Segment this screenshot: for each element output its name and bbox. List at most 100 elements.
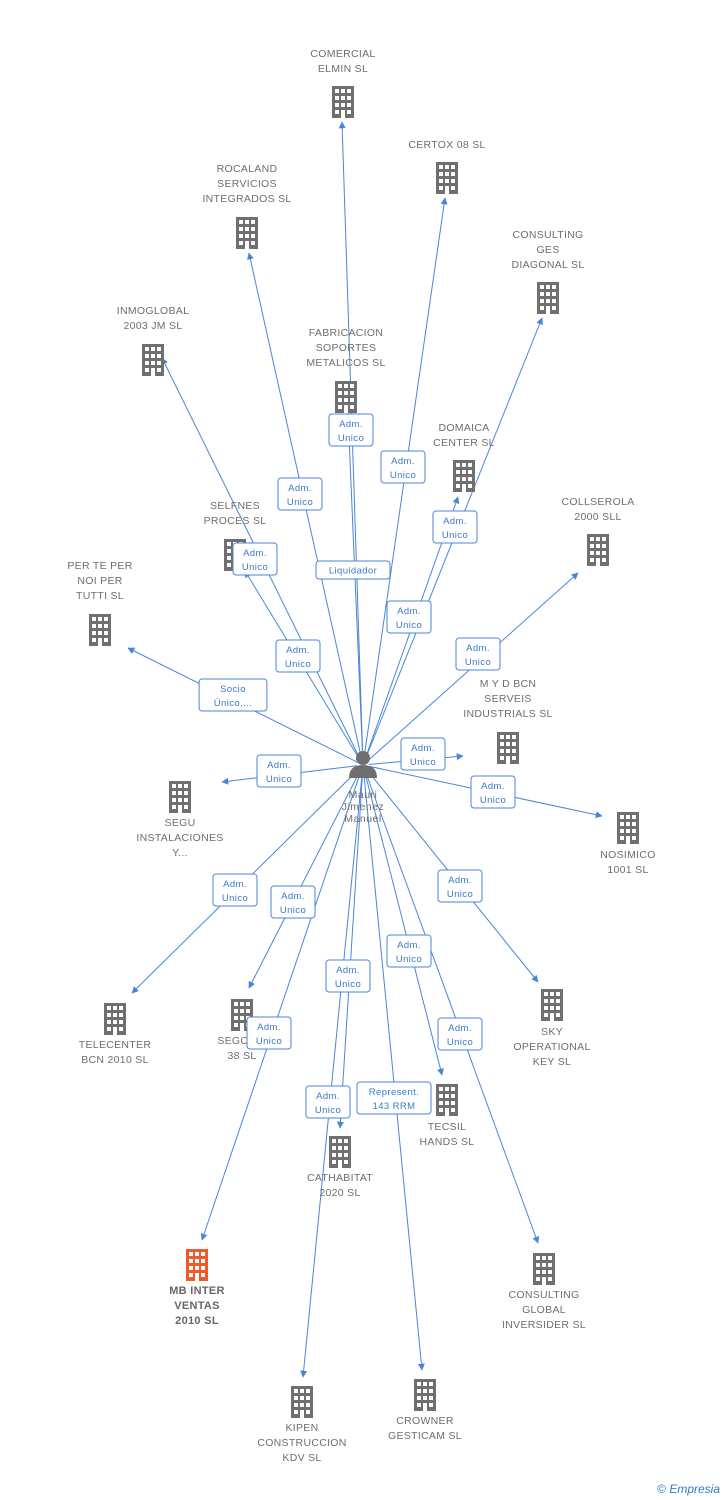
building-icon	[335, 381, 357, 413]
building-icon	[186, 1249, 208, 1281]
relation-label-comercial-elmin[interactable]: Adm.Unico	[328, 413, 374, 447]
company-label-line: MB INTER	[169, 1285, 225, 1297]
footer-brand[interactable]: © Empresia	[657, 1482, 720, 1496]
company-label-line: KIPEN	[285, 1422, 318, 1434]
relation-label-per-te-per[interactable]: SocioÚnico,...	[198, 678, 268, 712]
company-node-segu[interactable]: SEGUINSTALACIONESY...	[136, 781, 223, 859]
relation-label-text: 143 RRM	[373, 1101, 416, 1112]
person-icon-head	[356, 751, 370, 765]
company-label-line: METALICOS SL	[306, 357, 385, 369]
relation-label-cathabitat[interactable]: Adm.Unico	[325, 959, 371, 993]
relation-label-text: Único,...	[214, 698, 252, 709]
company-label-line: TELECENTER	[79, 1039, 152, 1051]
relation-label-selfnes[interactable]: Adm.Unico	[275, 639, 321, 673]
relation-label-rocaland[interactable]: Adm.Unico	[277, 477, 323, 511]
relation-label-consulting-global[interactable]: Adm.Unico	[437, 1017, 483, 1051]
relation-label-segu[interactable]: Adm.Unico	[256, 754, 302, 788]
relation-label-inmoglobal[interactable]: Adm.Unico	[232, 542, 278, 576]
relation-label-text: Unico	[222, 893, 248, 904]
relation-label-text: Unico	[256, 1036, 282, 1047]
relation-label-box	[380, 450, 426, 484]
relation-label-text: Adm.	[223, 879, 247, 890]
relation-label-text: Adm.	[448, 875, 472, 886]
company-label-line: 38 SL	[228, 1050, 257, 1062]
company-label-line: CONSULTING	[512, 229, 583, 241]
relation-label-text: Adm.	[339, 419, 363, 430]
relation-label-box	[400, 737, 446, 771]
relation-label-text: Adm.	[316, 1091, 340, 1102]
building-icon	[453, 460, 475, 492]
relation-label-box	[470, 775, 516, 809]
relation-label-text: Liquidador	[329, 566, 377, 577]
relation-label-segovia[interactable]: Adm. Unico	[270, 885, 316, 919]
relation-label-myd-bcn[interactable]: Adm.Unico	[400, 737, 446, 771]
relation-label-nosimico[interactable]: Adm.Unico	[470, 775, 516, 809]
relation-label-text: Unico	[465, 657, 491, 668]
company-node-kipen[interactable]: KIPEN CONSTRUCCION KDV SL	[257, 1386, 346, 1464]
relation-label-consulting-ges[interactable]: Adm.Unico	[432, 510, 478, 544]
company-label-line: SELFNES	[210, 500, 260, 512]
company-node-certox-08[interactable]: CERTOX 08 SL	[408, 139, 485, 194]
relation-label-box	[275, 639, 321, 673]
relation-label-box	[277, 477, 323, 511]
relation-label-mb-inter[interactable]: Adm. Unico	[246, 1016, 292, 1050]
relation-label-box	[328, 413, 374, 447]
relation-label-text: Adm.	[336, 965, 360, 976]
relation-label-text: Adm.	[391, 456, 415, 467]
relation-label-text: Unico	[447, 1037, 473, 1048]
relation-label-domaica[interactable]: Adm.Unico	[386, 600, 432, 634]
edges-layer	[127, 121, 603, 1378]
edge-tecsil	[363, 770, 444, 1076]
relation-label-box	[198, 678, 268, 712]
relation-label-fabricacion[interactable]: Liquidador	[315, 560, 391, 580]
relation-label-crowner[interactable]: Represent.143 RRM	[356, 1081, 432, 1115]
relation-label-text: Adm.	[281, 891, 305, 902]
relation-label-telecenter[interactable]: Adm. Unico	[212, 873, 258, 907]
relation-label-collserola[interactable]: Adm.Unico	[455, 637, 501, 671]
company-label-line: INMOGLOBAL	[117, 305, 189, 317]
relation-label-certox-08[interactable]: Adm.Unico	[380, 450, 426, 484]
company-label-line: CONSULTING	[508, 1289, 579, 1301]
company-label-line: CONSTRUCCION	[257, 1437, 346, 1449]
relation-label-tecsil[interactable]: Adm.Unico	[386, 934, 432, 968]
relation-label-text: Adm.	[443, 516, 467, 527]
relation-label-kipen[interactable]: Adm.Unico	[305, 1085, 351, 1119]
relation-label-text: Unico	[280, 905, 306, 916]
building-icon	[169, 781, 191, 813]
relation-label-box	[315, 560, 391, 580]
relation-label-box	[386, 600, 432, 634]
relation-label-text: Adm.	[397, 606, 421, 617]
company-label-line: DIAGONAL SL	[512, 259, 585, 271]
company-label-line: TUTTI SL	[76, 590, 124, 602]
brand-name: Empresia	[669, 1482, 720, 1496]
relation-label-text: Unico	[285, 659, 311, 670]
relation-label-box	[437, 1017, 483, 1051]
company-label-line: SKY	[541, 1026, 563, 1038]
relation-label-text: Adm.	[257, 1022, 281, 1033]
building-icon	[537, 282, 559, 314]
building-icon	[414, 1379, 436, 1411]
company-label-line: KDV SL	[282, 1452, 321, 1464]
relation-label-sky[interactable]: Adm.Unico	[437, 869, 483, 903]
relation-label-box	[305, 1085, 351, 1119]
